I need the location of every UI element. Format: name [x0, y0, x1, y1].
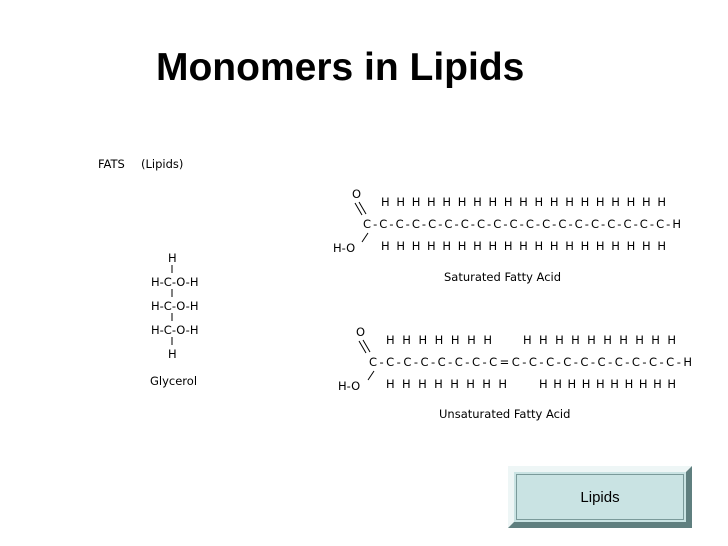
- glycerol-bottom-h: H: [168, 347, 177, 361]
- glycerol-row-3: H-C-O-H: [151, 323, 198, 337]
- double-bond-line: [362, 339, 371, 353]
- lipids-nav-button[interactable]: Lipids: [508, 466, 692, 528]
- unsaturated-top-hydrogens-left: H H H H H H H: [386, 333, 492, 347]
- glycerol-row-2: H-C-O-H: [151, 299, 198, 313]
- slide-title: Monomers in Lipids: [156, 46, 525, 89]
- fats-heading: FATS: [98, 157, 125, 171]
- saturated-fatty-acid: O H H H H H H H H H H H H H H H H H H H …: [333, 187, 681, 284]
- double-bond-line: [354, 202, 363, 216]
- hydroxyl-group: H-O: [338, 379, 360, 393]
- lipids-nav-button-face[interactable]: Lipids: [516, 474, 684, 520]
- unsaturated-bottom-hydrogens-right: H H H H H H H H H H: [539, 377, 676, 391]
- carbonyl-oxygen: O: [356, 325, 365, 339]
- double-bond-line: [358, 201, 367, 215]
- carbonyl-oxygen: O: [352, 187, 361, 201]
- saturated-carbon-chain: C-C-C-C-C-C-C-C-C-C-C-C-C-C-C-C-C-C-C-H: [363, 217, 681, 231]
- unsaturated-carbon-chain: C-C-C-C-C-C-C-C=C-C-C-C-C-C-C-C-C-C-H: [369, 355, 692, 369]
- glycerol-top-h: H: [168, 251, 177, 265]
- unsaturated-label: Unsaturated Fatty Acid: [439, 407, 570, 421]
- double-bond-line: [358, 340, 367, 354]
- fats-heading-sub: (Lipids): [141, 157, 183, 171]
- glycerol-row-1: H-C-O-H: [151, 275, 198, 289]
- saturated-top-hydrogens: H H H H H H H H H H H H H H H H H H H: [381, 195, 666, 209]
- saturated-bottom-hydrogens: H H H H H H H H H H H H H H H H H H H: [381, 239, 666, 253]
- hydroxyl-group: H-O: [333, 241, 355, 255]
- lipids-nav-button-label: Lipids: [580, 488, 620, 506]
- glycerol-label: Glycerol: [150, 374, 197, 388]
- glycerol-structure: H H-C-O-H H-C-O-H H-C-O-H H Glycerol: [150, 251, 198, 388]
- single-bond-line: [367, 370, 375, 381]
- unsaturated-top-hydrogens-right: H H H H H H H H H H: [523, 333, 676, 347]
- unsaturated-fatty-acid: O H H H H H H H H H H H H H H H H H C-C-…: [338, 325, 692, 421]
- saturated-label: Saturated Fatty Acid: [444, 270, 561, 284]
- unsaturated-bottom-hydrogens-left: H H H H H H H H: [386, 377, 507, 391]
- single-bond-line: [361, 232, 369, 243]
